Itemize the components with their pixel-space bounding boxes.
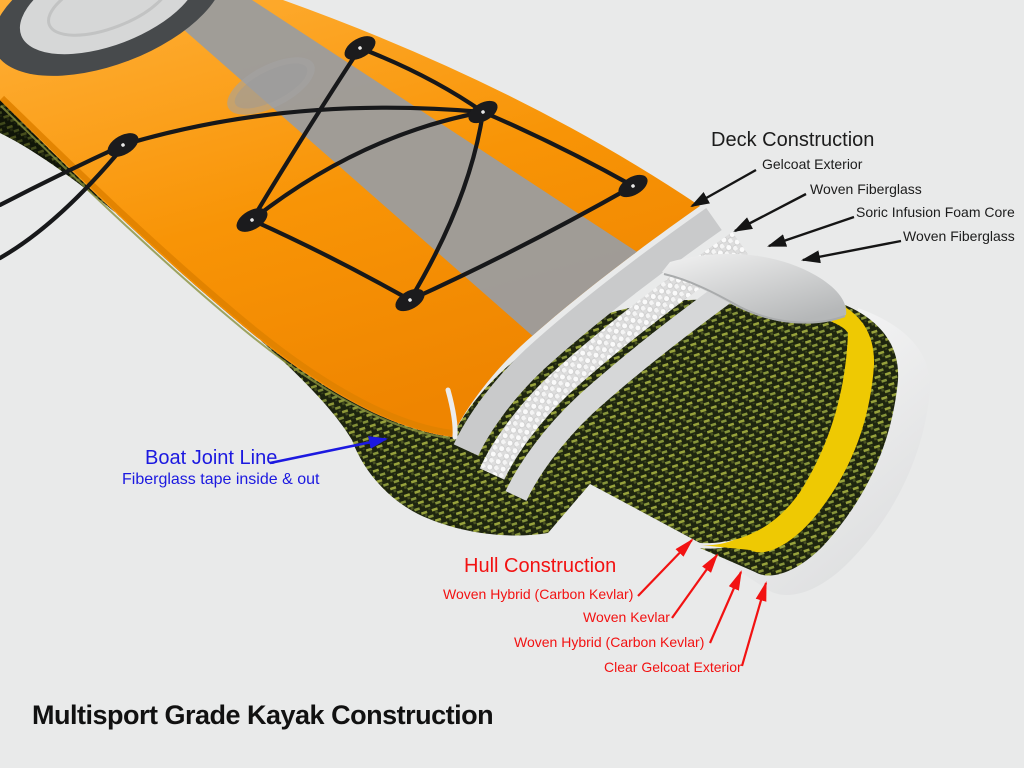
joint-callout-arrow <box>269 436 388 465</box>
deck-label-woven-fiberglass-1: Woven Fiberglass <box>810 181 922 197</box>
hatch-cover <box>19 0 199 55</box>
boat-joint-line-subtitle: Fiberglass tape inside & out <box>122 471 320 488</box>
woven-fiberglass-layer-top <box>453 207 722 456</box>
deck-recess-oval <box>227 57 315 115</box>
bungee-fittings <box>107 36 648 312</box>
deck-label-gelcoat-exterior: Gelcoat Exterior <box>762 156 863 172</box>
boat-joint-line <box>0 95 453 436</box>
hull-callout-arrows <box>637 538 768 667</box>
interior-shading <box>0 100 848 544</box>
deck-callout-arrows <box>690 168 902 264</box>
cut-edge-sliver <box>445 387 458 440</box>
hull-label-clear-gelcoat: Clear Gelcoat Exterior <box>604 659 742 675</box>
deck-label-soric-foam-core: Soric Infusion Foam Core <box>856 204 1015 220</box>
deck-cut-layers <box>453 207 847 501</box>
fiberglass-flap-edge <box>663 273 846 324</box>
hull-label-woven-hybrid-1: Woven Hybrid (Carbon Kevlar) <box>443 586 634 602</box>
hull-kevlar-body <box>0 100 848 544</box>
deck-construction-title: Deck Construction <box>711 129 875 151</box>
diagram-caption: Multisport Grade Kayak Construction <box>32 700 494 730</box>
hull-label-woven-kevlar: Woven Kevlar <box>583 609 670 625</box>
fiberglass-flap <box>662 253 847 324</box>
hull-construction-title: Hull Construction <box>464 555 617 577</box>
bow-hatch <box>0 0 225 76</box>
deck-label-woven-fiberglass-2: Woven Fiberglass <box>903 228 1015 244</box>
hull-label-woven-hybrid-2: Woven Hybrid (Carbon Kevlar) <box>514 634 705 650</box>
deck <box>0 0 700 440</box>
hatch-cover-emboss <box>47 0 171 37</box>
boat-joint-line-title: Boat Joint Line <box>145 447 278 469</box>
deck-bungee-rigging <box>0 45 636 303</box>
